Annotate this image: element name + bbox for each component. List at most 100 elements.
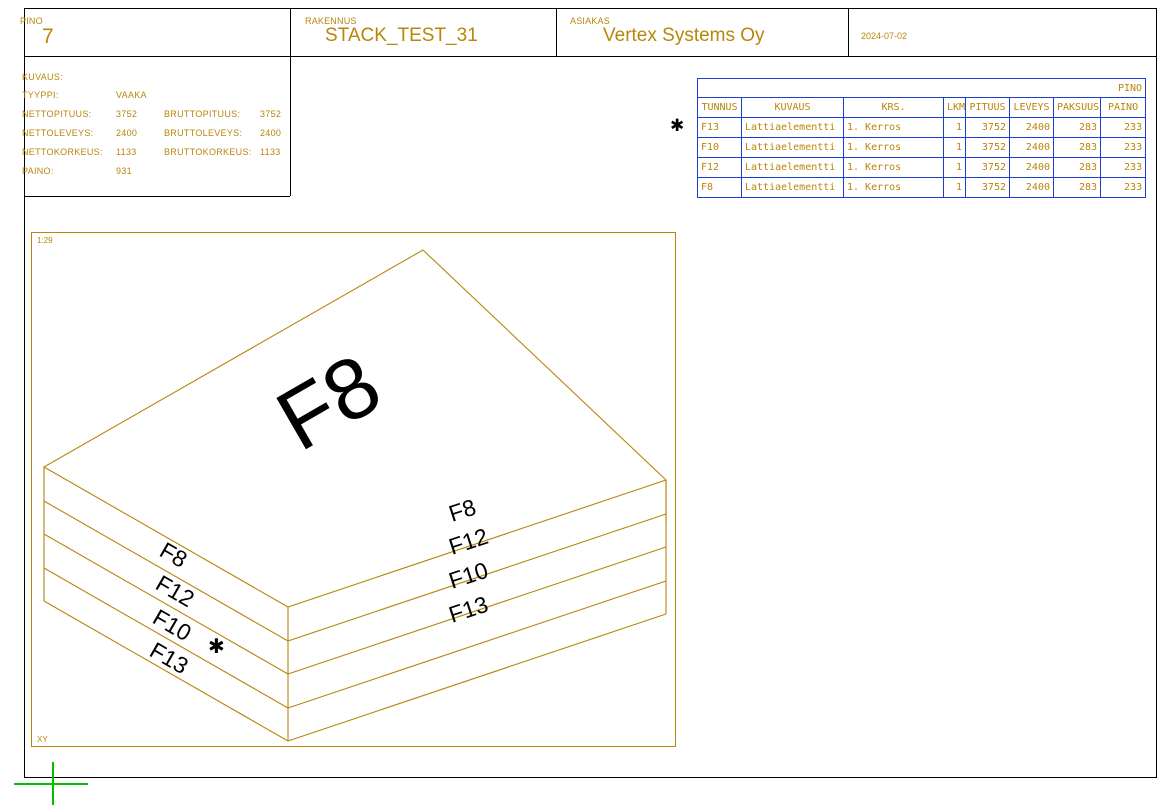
parts-table-header-tunnus: TUNNUS xyxy=(697,97,742,118)
right-slab-label-f13: F13 xyxy=(446,591,492,628)
titleblock-divider-2 xyxy=(24,196,290,197)
spec-tyyppi-value: VAAKA xyxy=(116,90,147,100)
titleblock-rakennus: RAKENNUS STACK_TEST_31 xyxy=(305,16,478,47)
cell-tunnus: F8 xyxy=(697,177,742,198)
parts-table-header-lkm: LKM xyxy=(943,97,966,118)
drawing-viewport[interactable]: 1:29 XY xyxy=(31,232,676,747)
spec-nettokorkeus-value: 1133 xyxy=(116,147,137,157)
cell-paksuus: 283 xyxy=(1053,157,1101,178)
parts-table-header-kuvaus: KUVAUS xyxy=(741,97,844,118)
titleblock-vline-1 xyxy=(290,8,291,196)
parts-table-header-paksuus: PAKSUUS xyxy=(1053,97,1101,118)
slab2-front-right-edge xyxy=(287,546,667,675)
slab3-front-left-edge xyxy=(43,567,289,709)
cell-kuvaus: Lattiaelementti xyxy=(741,117,844,138)
spec-nettokorkeus-label: NETTOKORKEUS: xyxy=(22,147,103,157)
cell-paksuus: 283 xyxy=(1053,117,1101,138)
cell-pituus: 3752 xyxy=(965,177,1010,198)
sheet-border-top xyxy=(24,8,1157,9)
slab2-front-left-edge xyxy=(43,533,289,675)
cell-kuvaus: Lattiaelementti xyxy=(741,177,844,198)
titleblock-vline-2 xyxy=(556,8,557,56)
top-face-label: F8 xyxy=(261,336,396,469)
parts-table-header-pituus: PITUUS xyxy=(965,97,1010,118)
left-slab-label-f12: F12 xyxy=(152,570,199,612)
spec-nettoleveys-label: NETTOLEVEYS: xyxy=(22,128,94,138)
pino-caption: PINO xyxy=(20,16,43,26)
asiakas-caption: ASIAKAS xyxy=(570,16,610,26)
spec-bruttoleveys-value: 2400 xyxy=(260,128,282,138)
spec-bruttokorkeus-value: 1133 xyxy=(260,147,281,157)
left-slab-label-f8: F8 xyxy=(156,537,192,573)
titleblock-divider-1 xyxy=(24,56,1157,57)
right-slab-label-f8: F8 xyxy=(446,494,480,527)
titleblock-asiakas: ASIAKAS Vertex Systems Oy xyxy=(570,16,765,47)
sheet-border-right xyxy=(1156,8,1157,777)
spec-nettopituus-value: 3752 xyxy=(116,109,138,119)
pino-value: 7 xyxy=(42,25,54,48)
cell-kuvaus: Lattiaelementti xyxy=(741,137,844,158)
cell-paino: 233 xyxy=(1099,157,1147,178)
left-slab-label-f10: F10 xyxy=(149,604,196,646)
slab4-front-right-edge xyxy=(287,613,667,742)
cell-pituus: 3752 xyxy=(965,137,1010,158)
cell-paksuus: 283 xyxy=(1053,177,1101,198)
spec-paino-label: PAINO: xyxy=(22,166,54,176)
specification-block: KUVAUS: TYYPPI: VAAKA NETTOPITUUS: 3752 … xyxy=(22,68,290,194)
cell-krs: 1. Kerros xyxy=(843,117,944,138)
cell-tunnus: F13 xyxy=(697,117,742,138)
cell-kuvaus: Lattiaelementti xyxy=(741,157,844,178)
spec-tyyppi-label: TYYPPI: xyxy=(22,90,59,100)
cell-paino: 233 xyxy=(1099,117,1147,138)
titleblock-pino: PINO 7 xyxy=(20,16,54,49)
slab1-front-left-edge xyxy=(43,500,289,642)
cell-paino: 233 xyxy=(1099,137,1147,158)
spec-bruttopituus-label: BRUTTOPITUUS: xyxy=(164,109,241,119)
parts-table-header-leveys: LEVEYS xyxy=(1009,97,1054,118)
cell-leveys: 2400 xyxy=(1009,157,1054,178)
scale-label: 1:29 xyxy=(37,236,53,245)
cell-paksuus: 283 xyxy=(1053,137,1101,158)
cell-paino: 233 xyxy=(1099,177,1147,198)
slab4-front-left-edge xyxy=(43,600,289,742)
date-value: 2024-07-02 xyxy=(861,31,908,41)
cell-lkm: 1 xyxy=(943,137,966,158)
spec-bruttoleveys-label: BRUTTOLEVEYS: xyxy=(164,128,243,138)
asiakas-value: Vertex Systems Oy xyxy=(603,25,765,46)
sheet-border-bottom xyxy=(24,777,1157,778)
spec-kuvaus-label: KUVAUS: xyxy=(22,72,63,82)
cell-tunnus: F12 xyxy=(697,157,742,178)
cell-leveys: 2400 xyxy=(1009,137,1054,158)
parts-table-header-paino: PAINO xyxy=(1099,97,1147,118)
right-slab-label-f12: F12 xyxy=(446,523,492,560)
crosshair-cursor-vertical xyxy=(52,762,54,805)
parts-table-title-row: PINO xyxy=(696,78,1147,98)
cell-leveys: 2400 xyxy=(1009,117,1054,138)
left-slab-label-f13: F13 xyxy=(146,637,193,679)
axis-label: XY xyxy=(37,735,48,744)
parts-table-title: PINO xyxy=(696,78,1147,98)
sheet-border-left xyxy=(24,8,25,777)
stack-bottom-marker: ✱ xyxy=(208,634,225,658)
cell-leveys: 2400 xyxy=(1009,177,1054,198)
spec-paino-value: 931 xyxy=(116,166,132,176)
crosshair-cursor-horizontal xyxy=(14,783,88,785)
parts-table-header-krs: KRS. xyxy=(843,97,944,118)
spec-nettoleveys-value: 2400 xyxy=(116,128,138,138)
cell-pituus: 3752 xyxy=(965,117,1010,138)
rakennus-value: STACK_TEST_31 xyxy=(325,25,478,46)
rakennus-caption: RAKENNUS xyxy=(305,16,357,26)
right-slab-label-f10: F10 xyxy=(446,557,492,594)
spec-nettopituus-label: NETTOPITUUS: xyxy=(22,109,92,119)
spec-bruttokorkeus-label: BRUTTOKORKEUS: xyxy=(164,147,252,157)
cell-lkm: 1 xyxy=(943,117,966,138)
cell-krs: 1. Kerros xyxy=(843,157,944,178)
